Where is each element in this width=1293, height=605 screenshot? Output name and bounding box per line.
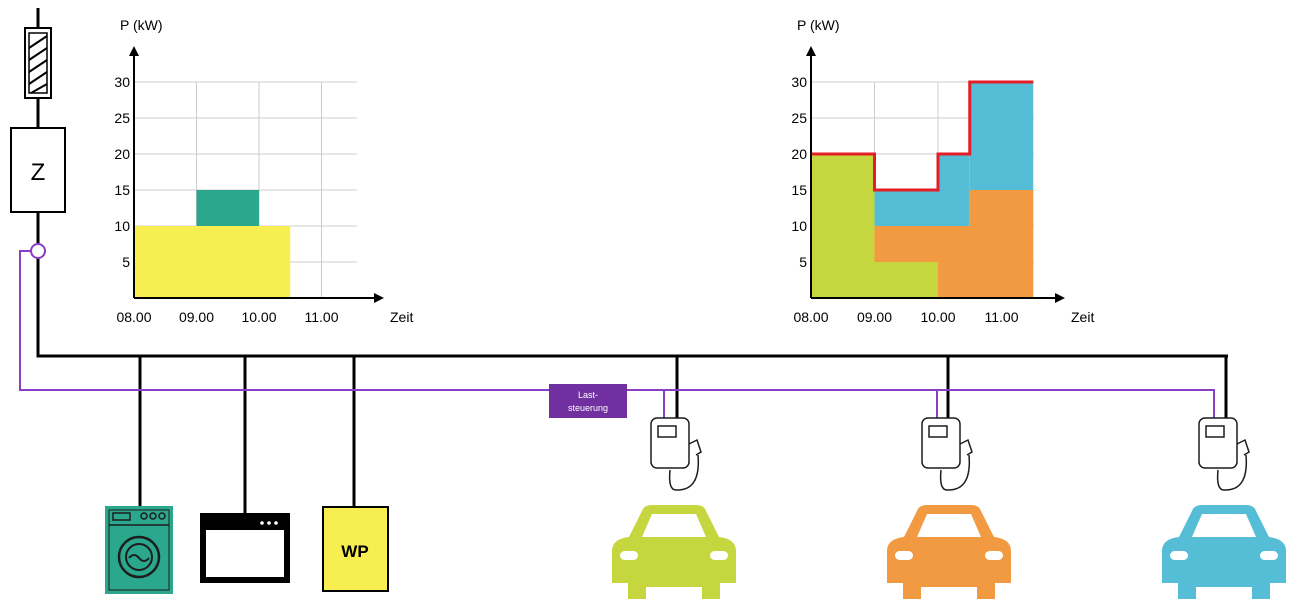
y-tick-label: 10 (791, 218, 807, 234)
control-line (19, 250, 1215, 418)
y-tick-label: 20 (114, 146, 130, 162)
x-axis-arrow (1055, 293, 1065, 303)
x-tick-label: 08.00 (116, 309, 151, 325)
bar-segment (196, 190, 259, 226)
charging-station-icon (650, 417, 702, 491)
x-tick-label: 09.00 (179, 309, 214, 325)
chart-household-load: 5 10 15 20 25 30 08.00 09.00 10.00 11.00 P (kW) Zei… (114, 17, 413, 325)
y-tick-label: 30 (114, 74, 130, 90)
x-axis-arrow (374, 293, 384, 303)
bar-segment (938, 226, 1034, 298)
car-icon-blue (1162, 505, 1286, 599)
y-tick-label: 5 (122, 254, 130, 270)
bar-segment (134, 226, 291, 298)
car-icon-green (612, 505, 736, 599)
load-control-line1: Last- (578, 390, 598, 400)
y-axis-label: P (kW) (120, 17, 163, 33)
y-axis-label: P (kW) (797, 17, 840, 33)
x-axis-label: Zeit (1071, 309, 1094, 325)
x-tick-label: 10.00 (920, 309, 955, 325)
load-control-badge: Last- steuerung (549, 384, 627, 418)
y-tick-label: 15 (114, 182, 130, 198)
charging-station-icon (921, 417, 973, 491)
bar-segment (969, 190, 1034, 226)
x-tick-label: 09.00 (857, 309, 892, 325)
power-limit-line (811, 80, 1034, 192)
y-tick-label: 20 (791, 146, 807, 162)
y-tick-label: 25 (114, 110, 130, 126)
meter-box: Z (10, 127, 66, 213)
bar-segment (969, 82, 1034, 190)
heat-pump-label: WP (341, 542, 368, 561)
y-tick-label: 5 (799, 254, 807, 270)
x-axis-label: Zeit (390, 309, 413, 325)
meter-label: Z (31, 159, 46, 186)
bar-segment (874, 226, 938, 262)
bar-segment (938, 154, 970, 226)
x-tick-label: 11.00 (985, 309, 1019, 325)
y-tick-label: 25 (791, 110, 807, 126)
bar-segment (811, 154, 875, 298)
bar-segment (874, 190, 938, 226)
y-tick-label: 30 (791, 74, 807, 90)
control-tap-circle (30, 243, 46, 259)
bar-segment (874, 262, 938, 298)
x-tick-label: 10.00 (241, 309, 276, 325)
heat-pump-icon: WP (322, 506, 389, 592)
x-tick-label: 11.00 (305, 309, 339, 325)
load-control-line2: steuerung (568, 403, 608, 413)
charging-station-icon (1198, 417, 1250, 491)
washing-machine-icon (105, 506, 173, 594)
oven-icon (200, 513, 290, 583)
y-tick-label: 10 (114, 218, 130, 234)
car-icon-orange (887, 505, 1011, 599)
fuse-icon (24, 27, 52, 99)
y-tick-label: 15 (791, 182, 807, 198)
x-tick-label: 08.00 (793, 309, 828, 325)
y-axis-arrow (129, 46, 139, 56)
chart-charging-load: 5 10 15 20 25 30 08.00 09.00 10.00 11.00 P (kW) Zei… (791, 17, 1094, 325)
y-axis-arrow (806, 46, 816, 56)
